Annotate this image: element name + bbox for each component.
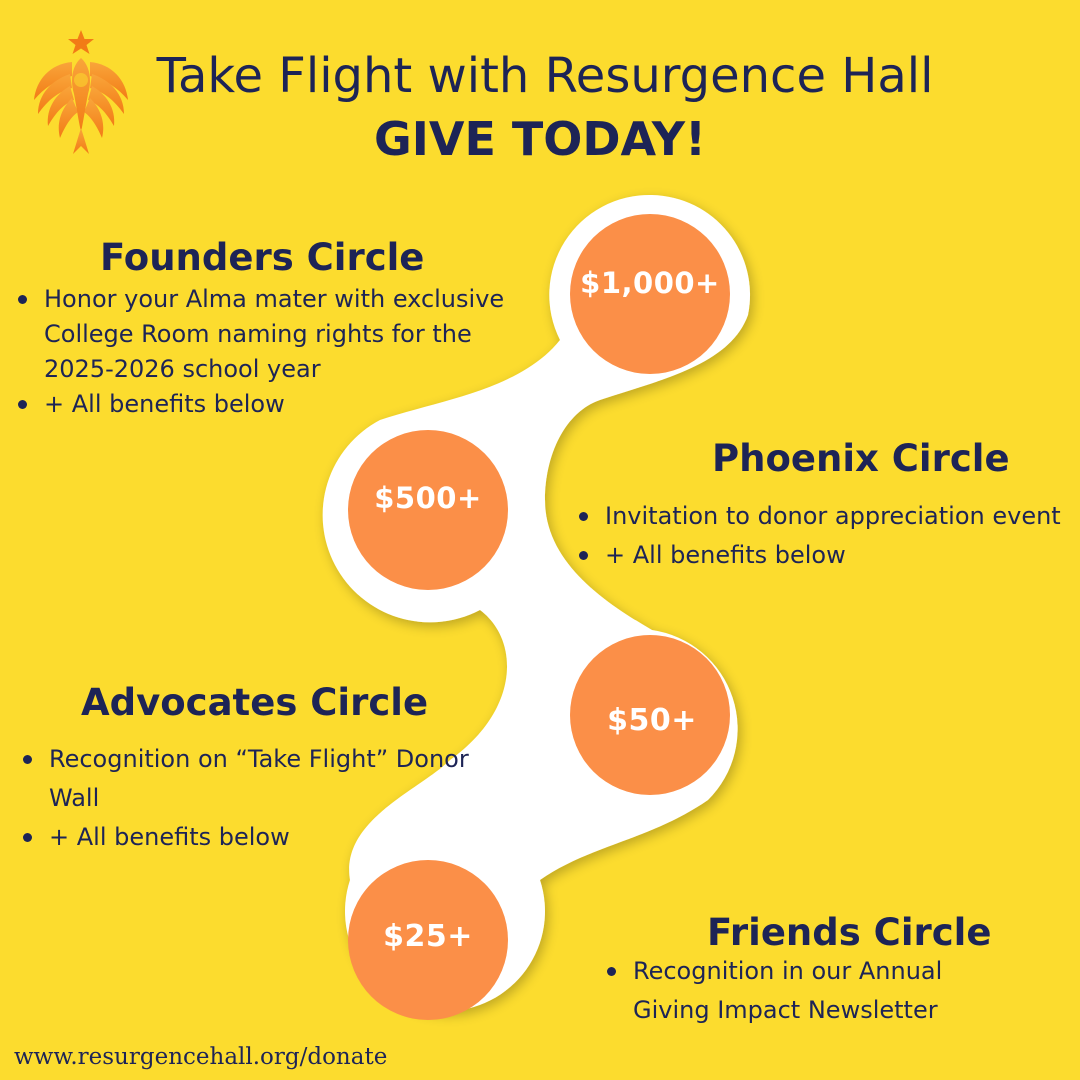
path-shape — [322, 194, 751, 1012]
page-title: Take Flight with Resurgence Hall — [156, 48, 934, 104]
tier-circle-founders — [570, 214, 730, 374]
tier-amount-phoenix: $500+ — [374, 481, 482, 515]
page-subtitle: GIVE TODAY! — [373, 112, 707, 166]
founders-benefits-list: Honor your Alma mater with exclusive Col… — [16, 282, 536, 422]
founders-circle-heading: Founders Circle — [100, 236, 425, 279]
tier-amount-advocates: $50+ — [607, 703, 697, 738]
tier-amount-founders: $1,000+ — [580, 266, 720, 300]
tier-amount-friends: $25+ — [383, 919, 473, 954]
benefit-item: Recognition in our Annual Giving Impact … — [605, 952, 1025, 1030]
tier-circles — [348, 214, 730, 1020]
donate-url-link[interactable]: www.resurgencehall.org/donate — [14, 1044, 388, 1070]
friends-benefits-list: Recognition in our Annual Giving Impact … — [605, 952, 1025, 1030]
benefit-item: + All benefits below — [577, 536, 1072, 574]
benefit-item: + All benefits below — [21, 818, 491, 857]
benefit-item: + All benefits below — [16, 387, 536, 422]
advocates-benefits-list: Recognition on “Take Flight” Donor Wall … — [21, 740, 491, 857]
tier-circle-phoenix — [348, 430, 508, 590]
friends-circle-heading: Friends Circle — [707, 911, 992, 954]
phoenix-circle-heading: Phoenix Circle — [712, 437, 1010, 480]
advocates-circle-heading: Advocates Circle — [81, 681, 429, 724]
benefit-item: Honor your Alma mater with exclusive Col… — [16, 282, 536, 387]
benefit-item: Invitation to donor appreciation event — [577, 497, 1072, 535]
phoenix-logo-icon — [34, 30, 128, 154]
tier-circle-advocates — [570, 635, 730, 795]
benefit-item: Recognition on “Take Flight” Donor Wall — [21, 740, 491, 818]
phoenix-benefits-list: Invitation to donor appreciation event +… — [577, 497, 1072, 575]
tier-circle-friends — [348, 860, 508, 1020]
